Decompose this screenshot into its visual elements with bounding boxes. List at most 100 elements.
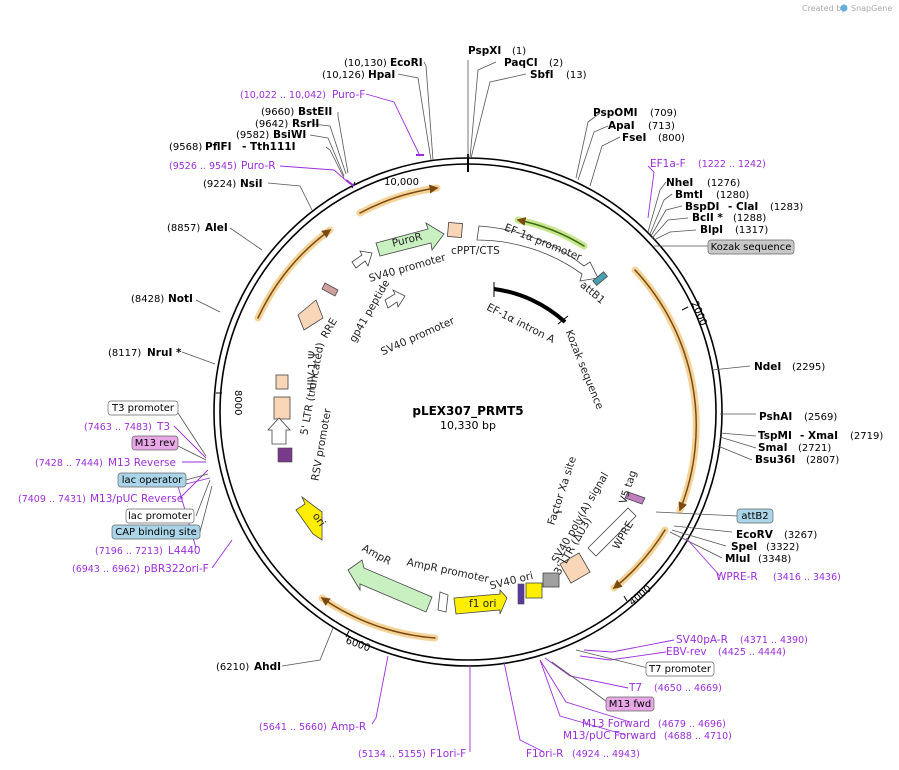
ampr-label: AmpR — [360, 542, 393, 567]
enzyme-bspdi-name: BspDI — [685, 201, 719, 213]
enzyme-apai-name: ApaI — [608, 120, 635, 132]
enzyme-noti-name: NotI — [168, 293, 193, 305]
enzyme-ndei-name: NdeI — [754, 361, 781, 373]
ori-feature — [295, 495, 323, 541]
gp41-feature — [321, 282, 339, 297]
primer-m13-puc-reverse-name: M13/pUC Reverse — [90, 493, 183, 505]
m13-fwd-box-label: M13 fwd — [609, 699, 651, 710]
gp41-label: gp41 peptide — [347, 278, 392, 345]
enzyme-ecorv-name: EcoRV — [736, 529, 774, 541]
primer-sv40pa-r-name: SV40pA-R — [676, 634, 728, 646]
sv40-promoter-mid-label: SV40 promoter — [379, 315, 457, 358]
enzyme-blpi-pos: (1317) — [735, 225, 768, 236]
primer-m13-puc-forward-name: M13/pUC Forward — [563, 730, 656, 742]
enzyme-bmti-pos: (1280) — [716, 190, 749, 201]
primer-puro-f-name: Puro-F — [332, 89, 365, 101]
sv40-promoter-mid-feature — [384, 289, 406, 309]
primer-puro-r-range: (9526 .. 9545) — [169, 161, 237, 172]
sv40-ori-feature — [517, 583, 525, 605]
puror-feature — [375, 222, 445, 257]
enzyme-bsiwi-pos: (9582) — [236, 130, 269, 141]
primer-t7-range: (4650 .. 4669) — [654, 683, 722, 694]
rsv-promoter-feature — [267, 417, 291, 445]
kozak-box-label: Kozak sequence — [711, 242, 792, 253]
primer-f1ori-r-range: (4924 .. 4943) — [572, 749, 640, 760]
enzyme-pspxi-name: PspXI — [468, 45, 501, 57]
enzyme-noti-pos: (8428) — [131, 294, 164, 305]
cppt-feature — [446, 221, 464, 239]
m13-rev-box-label: M13 rev — [135, 438, 176, 449]
cap-site-box-label: CAP binding site — [115, 527, 197, 538]
enzyme-ahdi-name: AhdI — [254, 661, 281, 673]
enzyme-pspomi-name: PspOMI — [593, 107, 638, 119]
enzyme-ecori-name: EcoRI — [390, 57, 423, 69]
primer-l4440-name: L4440 — [168, 545, 201, 557]
enzyme-bsiwi-name: BsiWI — [273, 129, 306, 141]
enzyme-rsrii-name: RsrII — [292, 118, 319, 130]
ltr5-feature — [273, 396, 291, 420]
ampr-promoter-feature — [437, 591, 449, 613]
enzyme-ahdi-pos: (6210) — [216, 662, 249, 673]
primer-wpre-r-range: (3416 .. 3436) — [773, 572, 841, 583]
enzyme-pspxi-pos: (1) — [512, 46, 526, 57]
enzyme-fsei-pos: (800) — [658, 133, 685, 144]
primer-pbr322ori-f-name: pBR322ori-F — [144, 563, 209, 575]
enzyme-sbfi-pos: (13) — [566, 70, 587, 81]
primer-amp-r-range: (5641 .. 5660) — [259, 722, 327, 733]
primer-wpre-r-name: WPRE-R — [716, 571, 758, 583]
enzyme-hpai-name: HpaI — [368, 69, 395, 81]
rre-feature — [297, 299, 324, 331]
enzyme-paqci-pos: (2) — [549, 58, 563, 69]
enzyme-pflfi-alt: - Tth111I — [242, 141, 296, 153]
enzyme-hpai-pos: (10,126) — [322, 70, 365, 81]
f1-ori-label: f1 ori — [469, 598, 496, 610]
enzyme-spei-name: SpeI — [731, 541, 757, 553]
enzyme-bcli-name: BclI * — [692, 212, 723, 224]
sv40-promoter-top-feature — [351, 250, 373, 269]
enzyme-nsii-name: NsiI — [240, 178, 263, 190]
ef1a-promoter-feature — [476, 225, 599, 282]
enzyme-nsii-pos: (9224) — [203, 179, 236, 190]
primer-f1ori-f-name: F1ori-F — [430, 748, 466, 760]
enzyme-ecorv-pos: (3267) — [784, 530, 817, 541]
lac-promoter-box-label: lac promoter — [128, 511, 193, 522]
ltr3-feature — [559, 552, 591, 584]
box-leaders — [173, 245, 739, 705]
cppt-label: cPPT/CTS — [451, 245, 500, 257]
primer-t3-range: (7463 .. 7483) — [84, 422, 152, 433]
f1-ori-feature — [453, 588, 508, 615]
lac-operator-box-label: lac operator — [122, 475, 183, 486]
enzyme-tspmi-name: TspMI — [758, 430, 792, 442]
primer-ebv-rev-name: EBV-rev — [666, 646, 707, 658]
t7-promoter-box-label: T7 promoter — [648, 664, 712, 675]
primer-t7-name: T7 — [628, 682, 642, 694]
primer-labels: (10,022 .. 10,042) Puro-F (9526 .. 9545)… — [18, 89, 841, 760]
enzyme-smai-pos: (2721) — [798, 443, 831, 454]
tick-label-8000: 8000 — [232, 390, 243, 415]
snapgene-logo-icon — [840, 4, 848, 12]
sv40-ori-block-feature — [525, 582, 543, 599]
enzyme-sbfi-name: SbfI — [530, 69, 554, 81]
tick-label-4000: 4000 — [627, 583, 654, 608]
enzyme-mlui-pos: (3348) — [758, 554, 791, 565]
enzyme-leaders — [181, 60, 757, 667]
enzyme-bsu36i-pos: (2807) — [806, 455, 839, 466]
enzyme-nhei-name: NheI — [666, 177, 693, 189]
enzyme-bsteii-pos: (9660) — [261, 107, 294, 118]
primer-m13-puc-reverse-range: (7409 .. 7431) — [18, 494, 86, 505]
primer-leaders — [173, 93, 721, 753]
sv40-promoter-top-label: SV40 promoter — [368, 251, 448, 285]
enzyme-tspmi-alt: - XmaI — [800, 430, 838, 442]
enzyme-bcli-pos: (1288) — [733, 213, 766, 224]
enzyme-bspdi-pos: (1283) — [770, 202, 803, 213]
primer-pbr322ori-f-range: (6943 .. 6962) — [72, 564, 140, 575]
attb1-feature — [592, 271, 608, 286]
primer-t3-name: T3 — [156, 421, 170, 433]
primer-sv40pa-r-range: (4371 .. 4390) — [740, 635, 808, 646]
enzyme-pspomi-pos: (709) — [650, 108, 677, 119]
enzyme-pshai-pos: (2569) — [804, 412, 837, 423]
t3-region-feature — [277, 447, 293, 463]
enzyme-pflfi-name: PflFI — [205, 141, 232, 153]
enzyme-tspmi-pos: (2719) — [850, 431, 883, 442]
